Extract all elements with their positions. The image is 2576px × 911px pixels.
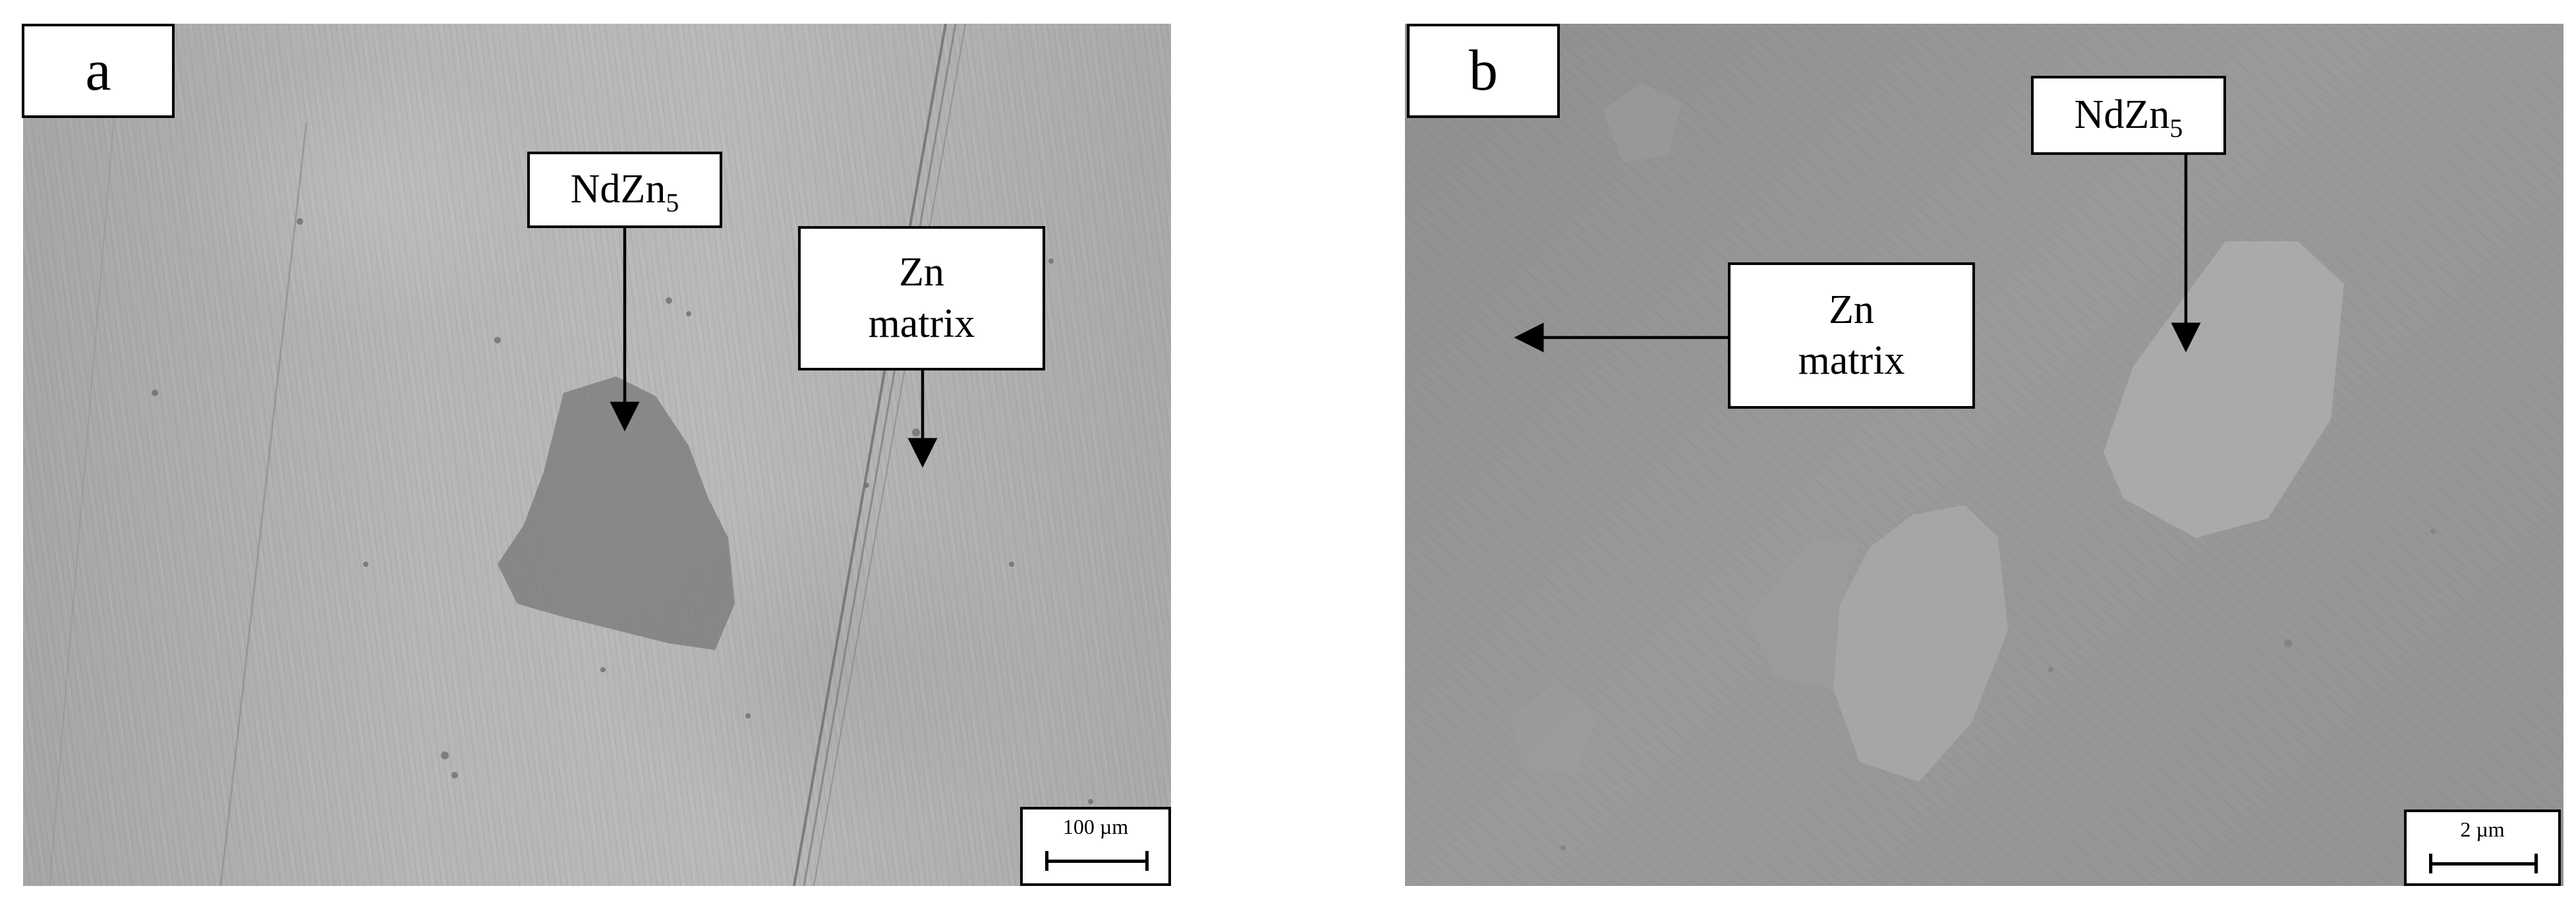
ndzn5-particle-lower	[1833, 505, 2008, 782]
zn-matrix-label-b: Zn matrix	[1728, 262, 1975, 409]
scale-bar-box-a: 100 µm	[1020, 807, 1171, 886]
ndzn5-label-b-text: NdZn5	[2074, 90, 2183, 144]
scale-bar-line-b	[2430, 862, 2536, 866]
ndzn5-label-b-sub: 5	[2169, 113, 2183, 144]
scale-bar-tick-left-a	[1045, 851, 1048, 871]
zn-matrix-label-b-line1: Zn	[1829, 287, 1874, 332]
scale-bar-box-b: 2 µm	[2404, 809, 2561, 886]
scale-bar-tick-right-b	[2534, 854, 2538, 873]
micrograph-a-texture	[49, 24, 1093, 886]
scale-bar-tick-left-b	[2429, 854, 2432, 873]
micrograph-panel-b	[1405, 24, 2563, 886]
scale-bar-line-a	[1046, 860, 1147, 863]
ndzn5-label-a-text: NdZn5	[571, 164, 679, 216]
panel-letter-a-text: a	[85, 39, 111, 103]
panel-letter-b: b	[1407, 24, 1560, 118]
ndzn5-label-b-base: NdZn	[2074, 92, 2170, 138]
panel-letter-b-text: b	[1469, 39, 1498, 103]
zn-matrix-label-a: Zn matrix	[798, 226, 1045, 370]
scale-bar-label-a: 100 µm	[1062, 815, 1129, 838]
ndzn5-label-a-sub: 5	[666, 188, 679, 218]
ndzn5-label-a-base: NdZn	[570, 167, 666, 212]
ndzn5-label-a: NdZn5	[527, 152, 722, 228]
micrograph-b-texture	[1510, 83, 2436, 850]
scale-bar-tick-right-a	[1145, 851, 1149, 871]
ndzn5-label-b: NdZn5	[2031, 76, 2226, 155]
zn-matrix-label-a-line1: Zn	[899, 250, 944, 295]
ndzn5-particle-upper	[2104, 241, 2344, 538]
zn-matrix-label-a-line2: matrix	[868, 301, 975, 346]
scale-bar-label-b: 2 µm	[2460, 817, 2505, 841]
zn-matrix-label-b-line2: matrix	[1798, 338, 1905, 383]
panel-letter-a: a	[22, 24, 175, 118]
